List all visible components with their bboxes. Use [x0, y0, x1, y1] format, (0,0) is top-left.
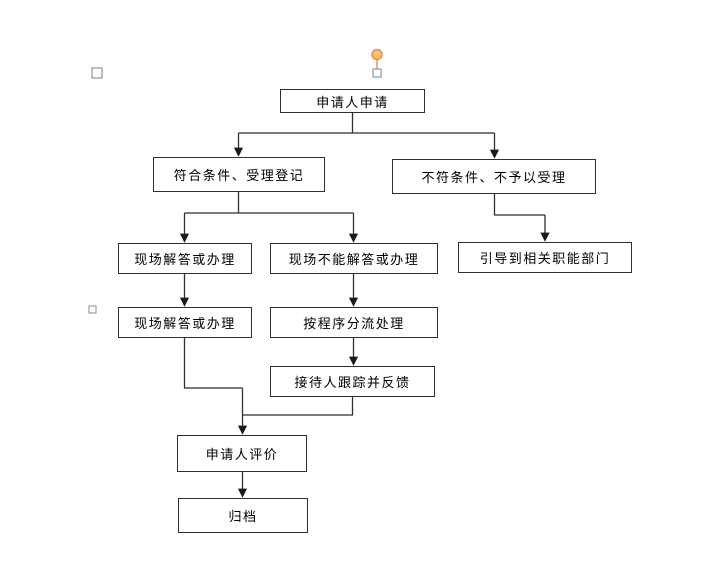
selection-handle[interactable]: [372, 68, 382, 78]
node-applicant-apply[interactable]: 申请人申请: [280, 89, 425, 113]
node-archive[interactable]: 归档: [178, 498, 308, 533]
connector-reject-elbow: [493, 194, 545, 216]
node-procedure-diversion[interactable]: 按程序分流处理: [270, 307, 438, 338]
node-guide-to-department[interactable]: 引导到相关职能部门: [458, 242, 632, 273]
node-onsite-answer[interactable]: 现场解答或办理: [118, 243, 252, 274]
connector-onsite2-elbow: [183, 338, 243, 389]
node-onsite-cannot-answer[interactable]: 现场不能解答或办理: [270, 243, 438, 274]
connector-split-accept: [184, 192, 354, 214]
node-applicant-evaluation[interactable]: 申请人评价: [177, 435, 307, 472]
connector-track-elbow: [242, 397, 354, 416]
node-onsite-answer-2[interactable]: 现场解答或办理: [118, 307, 252, 338]
anchor-marker-top: [91, 67, 103, 79]
node-reject-application[interactable]: 不符条件、不予以受理: [392, 159, 596, 194]
node-accept-registration[interactable]: 符合条件、受理登记: [153, 157, 325, 192]
node-track-feedback[interactable]: 接待人跟踪并反馈: [270, 366, 435, 397]
anchor-marker-middle: [88, 305, 97, 314]
connector-split-top: [238, 112, 495, 134]
rotation-handle-icon[interactable]: [371, 48, 383, 61]
